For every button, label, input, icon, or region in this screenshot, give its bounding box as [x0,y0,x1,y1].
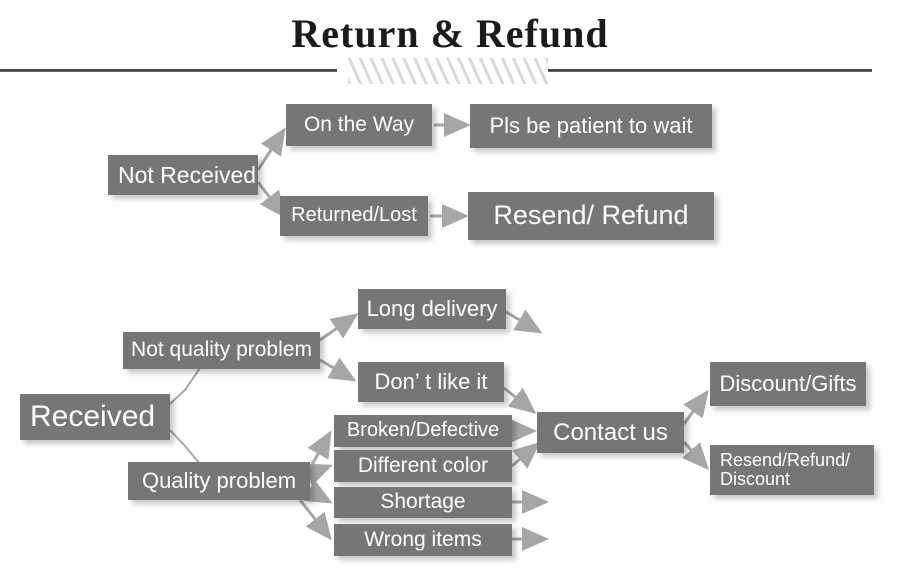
edge-received-quality [169,429,201,465]
node-not-quality-problem[interactable]: Not quality problem [123,332,320,369]
divider-line-right [548,69,872,72]
node-not-quality-problem-label: Not quality problem [131,338,312,362]
node-different-color-label: Different color [357,453,489,477]
node-broken-defective[interactable]: Broken/Defective [334,415,512,447]
edge-notquality-dontlike [319,357,357,382]
edge-notreceived-returnedlost [256,181,286,219]
node-returned-lost-label: Returned/Lost [291,204,417,227]
edge-contact-resendrefund [682,441,709,471]
node-pls-be-patient[interactable]: Pls be patient to wait [470,104,712,148]
node-dont-like-it-label: Don’ t like it [374,369,488,395]
node-pls-be-patient-label: Pls be patient to wait [489,113,693,139]
node-shortage[interactable]: Shortage [334,487,512,518]
node-quality-problem-label: Quality problem [141,468,297,494]
edge-contact-discountgifts [682,389,709,425]
node-dont-like-it[interactable]: Don’ t like it [358,362,504,402]
divider-line-left [0,69,337,72]
edge-longdelivery-contact [505,309,543,334]
node-contact-us-label: Contact us [553,418,668,446]
node-wrong-items[interactable]: Wrong items [334,524,512,556]
edge-differentcolor-contact [511,442,541,469]
node-discount-gifts-label: Discount/Gifts [719,371,857,397]
edge-dontlike-contact [503,386,537,414]
edge-quality-wrongitems [298,499,332,541]
node-received[interactable]: Received [20,394,170,440]
node-different-color[interactable]: Different color [334,450,512,482]
edge-notquality-longdelivery [319,313,359,342]
node-not-received-label: Not Received [118,161,257,188]
header-divider [0,58,900,84]
node-long-delivery[interactable]: Long delivery [358,289,506,329]
edge-quality-broken [307,430,332,469]
node-long-delivery-label: Long delivery [366,296,498,322]
node-returned-lost[interactable]: Returned/Lost [280,196,428,236]
edge-received-notquality [169,367,201,405]
node-not-received[interactable]: Not Received [108,155,258,195]
node-on-the-way[interactable]: On the Way [286,104,432,146]
diagonal-hatch-divider-icon [348,58,548,84]
node-broken-defective-label: Broken/Defective [346,419,500,442]
node-shortage-label: Shortage [380,490,466,514]
edge-quality-shortage [303,479,333,504]
node-resend-refund-discount-label: Resend/Refund/ Discount [720,449,851,489]
node-discount-gifts[interactable]: Discount/Gifts [710,362,866,406]
node-on-the-way-label: On the Way [303,112,415,136]
edge-notreceived-ontheway [256,127,286,171]
page-title: Return & Refund [291,11,609,56]
node-quality-problem[interactable]: Quality problem [128,462,310,500]
node-resend-refund[interactable]: Resend/ Refund [468,192,714,240]
node-wrong-items-label: Wrong items [364,527,482,551]
edge-quality-differentcolor [303,463,333,486]
node-resend-refund-discount[interactable]: Resend/Refund/ Discount [710,445,874,495]
node-resend-refund-label: Resend/ Refund [493,200,689,231]
node-contact-us[interactable]: Contact us [537,412,684,453]
node-received-label: Received [30,399,156,433]
